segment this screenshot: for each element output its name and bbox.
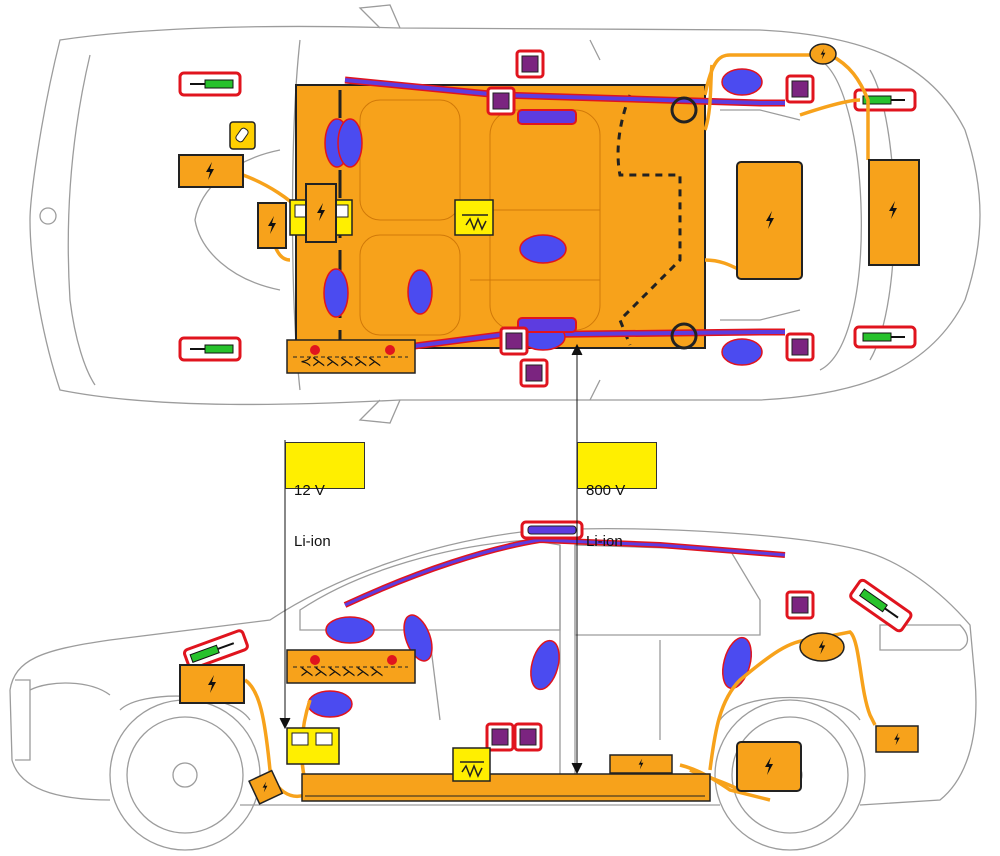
svg-text:⋋⋋⋋⋋⋋⋋: ⋋⋋⋋⋋⋋⋋: [300, 664, 384, 680]
label-800v-line1: 800 V: [586, 482, 626, 499]
label-12v-li-ion: 12 V Li-ion: [285, 442, 365, 550]
battery-12v-top: [289, 183, 353, 243]
gas-inflator-top-lower: [517, 317, 577, 333]
hv-cable-dashed-top: [616, 94, 682, 346]
label-12v-line1: 12 V: [294, 482, 325, 499]
control-unit-icon: [454, 199, 494, 236]
label-leader-lines: [279, 343, 583, 775]
battery-12v-side: [286, 727, 340, 765]
svg-text:≺⋋⋋⋋⋋⋋: ≺⋋⋋⋋⋋⋋: [300, 354, 382, 370]
airbags-side: [307, 614, 752, 718]
hv-battery-area-top: [295, 84, 706, 349]
seat-belt-retractors-top: [670, 96, 698, 350]
label-800v-line2: Li-ion: [586, 533, 623, 550]
hv-components-side: [179, 632, 919, 805]
seat-belt-pretensioner-icon: ≺⋋⋋⋋⋋⋋: [286, 339, 416, 374]
label-12v-line2: Li-ion: [294, 533, 331, 550]
label-800v-li-ion: 800 V Li-ion: [577, 442, 657, 550]
side-view-car: [9, 528, 977, 851]
gas-struts-side: [183, 578, 913, 671]
gas-inflator-top-upper: [517, 109, 577, 125]
top-view-car: [29, 4, 981, 424]
gas-struts-top: [178, 71, 917, 362]
airbags-top: [323, 68, 763, 366]
seat-belt-pretensioner-side: ⋋⋋⋋⋋⋋⋋: [286, 649, 416, 684]
fuse-icon: [229, 121, 256, 150]
hv-battery-side: [301, 773, 711, 802]
hv-components-top: [178, 43, 920, 280]
control-unit-side: [452, 747, 491, 782]
